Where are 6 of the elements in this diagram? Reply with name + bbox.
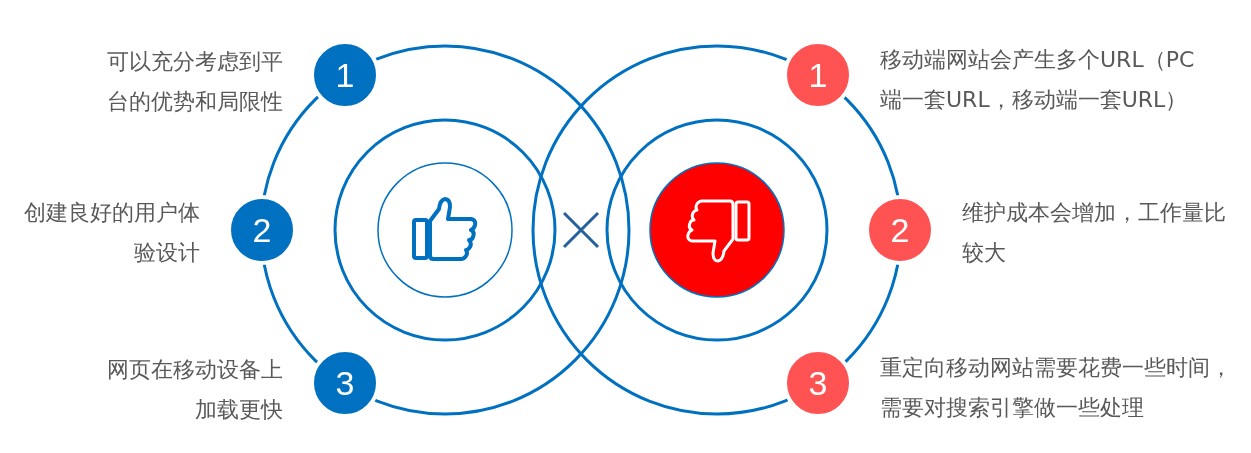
description-text: 可以充分考虑到平台的优势和局限性 [106, 48, 283, 116]
description-text: 移动端网站会产生多个URL（PC端一套URL，移动端一套URL） [880, 46, 1196, 114]
description-text: 网页在移动设备上加载更快 [106, 356, 283, 424]
description-text: 重定向移动网站需要花费一些时间，需要对搜索引擎做一些处理 [880, 354, 1233, 422]
description-text: 维护成本会增加，工作量比较大 [962, 199, 1227, 267]
description-text: 创建良好的用户体验设计 [23, 199, 200, 267]
